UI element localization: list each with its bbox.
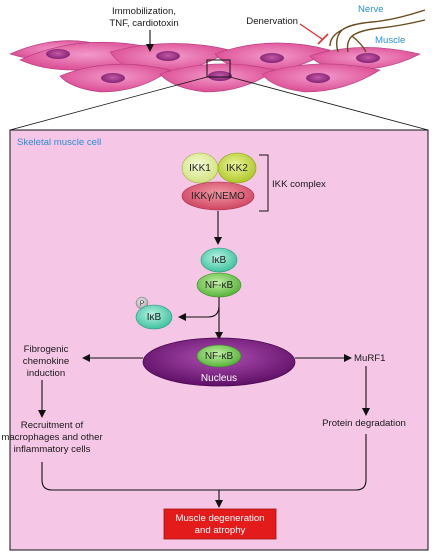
- convergence-bracket: [41, 434, 367, 491]
- stimulus-label-line1: Immobilization,: [112, 6, 176, 17]
- ikkg-nemo-label: IKKγ/NEMO: [191, 191, 245, 202]
- outcome-box: [163, 508, 277, 540]
- fiber-nucleus: [306, 73, 330, 83]
- protein-degradation-label: Protein degradation: [322, 418, 406, 429]
- murf1-label: MuRF1: [354, 353, 385, 364]
- ikb-release-arrow: [178, 305, 220, 321]
- nerve: [329, 9, 426, 53]
- ikk-complex: IKK1 IKK2 IKKγ/NEMO: [181, 152, 257, 211]
- nucleus-label: Nucleus: [201, 373, 237, 384]
- fibrogenic-label-line1: Fibrogenic: [24, 344, 69, 355]
- denervation-inhibition-bar: [299, 23, 329, 45]
- recruitment-label-line1: Recruitment of: [21, 420, 84, 431]
- phospho-ikb-label: IκB: [147, 312, 162, 323]
- nucleus-nfkb-label: NF-κB: [205, 351, 234, 362]
- ikk1-label: IKK1: [189, 163, 211, 174]
- cell-title: Skeletal muscle cell: [17, 137, 101, 148]
- outcome-label-line2: and atrophy: [195, 525, 246, 536]
- ikb-label: IκB: [212, 255, 227, 266]
- ikk2-label: IKK2: [226, 163, 248, 174]
- recruitment-label-line3: inflammatory cells: [14, 444, 91, 455]
- fiber-nucleus: [260, 53, 284, 63]
- fiber-nucleus: [46, 49, 70, 59]
- fiber-nucleus: [101, 73, 125, 83]
- muscle-fiber-layer: [9, 40, 421, 93]
- fibrogenic-label-line3: induction: [27, 368, 65, 379]
- nfkb-label: NF-κB: [205, 280, 234, 291]
- phospho-p-label: P: [140, 301, 145, 308]
- denervation-label: Denervation: [246, 16, 298, 27]
- zoom-selection-box: [206, 59, 231, 78]
- nerve-label: Nerve: [358, 4, 384, 15]
- nucleus-nfkb-node: [196, 344, 242, 368]
- fibrogenic-label-line2: chemokine: [23, 356, 69, 367]
- recruitment-label-line2: macrophages and other: [1, 432, 103, 443]
- zoom-line-left: [9, 76, 208, 131]
- fiber-nucleus: [156, 51, 180, 61]
- phospho-ikb-node: [135, 304, 173, 330]
- ikk-complex-bracket: [259, 154, 269, 212]
- ikb-node: [200, 247, 238, 273]
- fiber-nucleus: [356, 53, 380, 63]
- outcome-label-line1: Muscle degeneration: [175, 513, 264, 524]
- ikkg-nemo-node: [181, 181, 255, 211]
- muscle-label: Muscle: [375, 35, 405, 46]
- ikk2-node: [217, 152, 257, 184]
- stimulus-label-line2: TNF, cardiotoxin: [109, 18, 178, 29]
- fiber-nucleus: [208, 71, 232, 81]
- zoom-line-right: [229, 76, 429, 131]
- ikk-complex-label: IKK complex: [272, 179, 326, 190]
